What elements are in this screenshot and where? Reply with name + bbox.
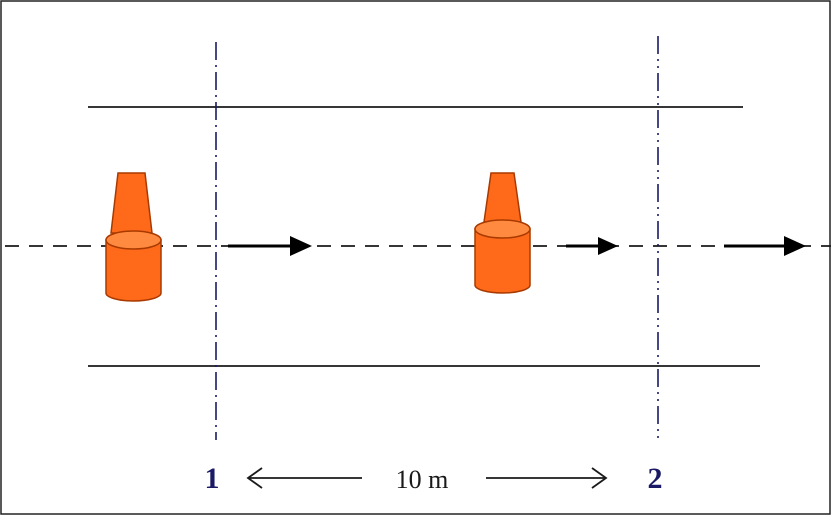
traffic-cone-icon <box>474 172 531 294</box>
right-arrow-icon <box>724 236 806 256</box>
right-arrow-icon <box>566 237 618 255</box>
marker-label-1: 1 <box>205 462 220 495</box>
marker-label-2: 2 <box>648 462 663 495</box>
right-arrow-icon <box>228 236 312 256</box>
traffic-cone-icon <box>105 172 162 302</box>
distance-label: 10 m <box>396 465 449 494</box>
double-arrow-icon <box>246 467 608 489</box>
